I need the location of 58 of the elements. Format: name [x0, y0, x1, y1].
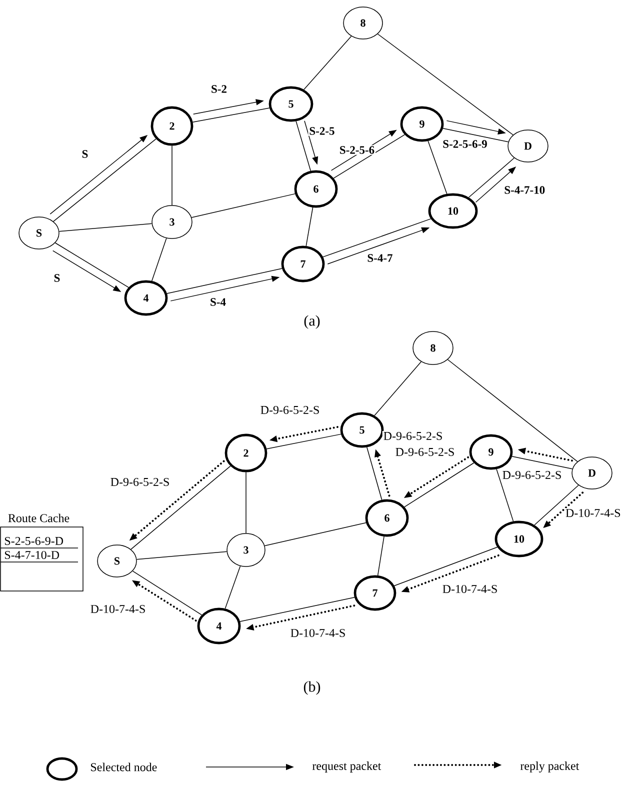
- link-line: [151, 238, 167, 282]
- subfigure-label: (b): [304, 681, 320, 695]
- link-line: [496, 468, 514, 522]
- link-line: [264, 522, 366, 546]
- link-line: [132, 570, 202, 616]
- link-line: [377, 34, 514, 136]
- link-line: [366, 446, 382, 500]
- edge-label: S: [80, 149, 90, 159]
- edge-label: S-4-7-10: [503, 185, 546, 195]
- link-line: [333, 134, 406, 179]
- link-line: [191, 193, 296, 218]
- legend-text: request packet: [312, 762, 382, 772]
- edge-label: D-10-7-4-S: [441, 584, 499, 594]
- edge-label: S-4-7: [366, 253, 394, 263]
- link-line: [534, 484, 579, 526]
- edge-label: D-10-7-4-S: [564, 508, 622, 518]
- link-line: [130, 466, 231, 550]
- edge-label: S-2-5: [308, 126, 336, 136]
- legend-text: Selected node: [91, 762, 157, 772]
- link-line: [512, 456, 573, 470]
- link-line: [322, 218, 432, 258]
- link-line: [377, 536, 384, 576]
- link-line: [303, 36, 352, 90]
- link-line: [136, 551, 228, 560]
- link-line: [296, 120, 312, 172]
- link-line: [166, 268, 282, 294]
- link-line: [374, 361, 422, 416]
- link-line: [240, 596, 355, 622]
- table-row: S-4-7-10-D: [0, 550, 78, 562]
- link-line: [394, 546, 498, 586]
- edge-label: S-2: [210, 84, 228, 94]
- link-line: [306, 207, 314, 246]
- edge-label: S: [52, 273, 62, 283]
- table-heading: Route Cache: [8, 514, 70, 522]
- edge-label: D-9-6-5-2-S: [259, 404, 321, 416]
- link-line: [447, 359, 578, 462]
- subfigure-label: (a): [304, 315, 320, 329]
- table-row: S-2-5-6-9-D: [0, 536, 78, 548]
- link-line: [224, 566, 241, 609]
- edge-label: S-4: [209, 297, 227, 307]
- link-line: [58, 223, 152, 232]
- link-line: [404, 462, 474, 508]
- edge-label: D-10-7-4-S: [89, 604, 147, 614]
- link-line: [266, 434, 342, 450]
- link-line: [442, 128, 509, 142]
- link-line: [468, 158, 515, 198]
- link-line: [54, 242, 129, 288]
- edge-label: D-9-6-5-2-S: [394, 446, 456, 458]
- edge-label: D-10-7-4-S: [289, 628, 347, 638]
- edge-label: D-9-6-5-2-S: [501, 470, 563, 480]
- link-line: [428, 140, 448, 194]
- edge-label: S-2-5-6-9: [442, 139, 488, 149]
- link-line: [192, 108, 270, 123]
- legend-text: reply packet: [520, 762, 580, 772]
- edge-label: D-9-6-5-2-S: [382, 430, 444, 442]
- edge-label: D-9-6-5-2-S: [109, 476, 171, 488]
- link-line: [53, 138, 156, 222]
- edge-label: S-2-5-6: [338, 145, 376, 155]
